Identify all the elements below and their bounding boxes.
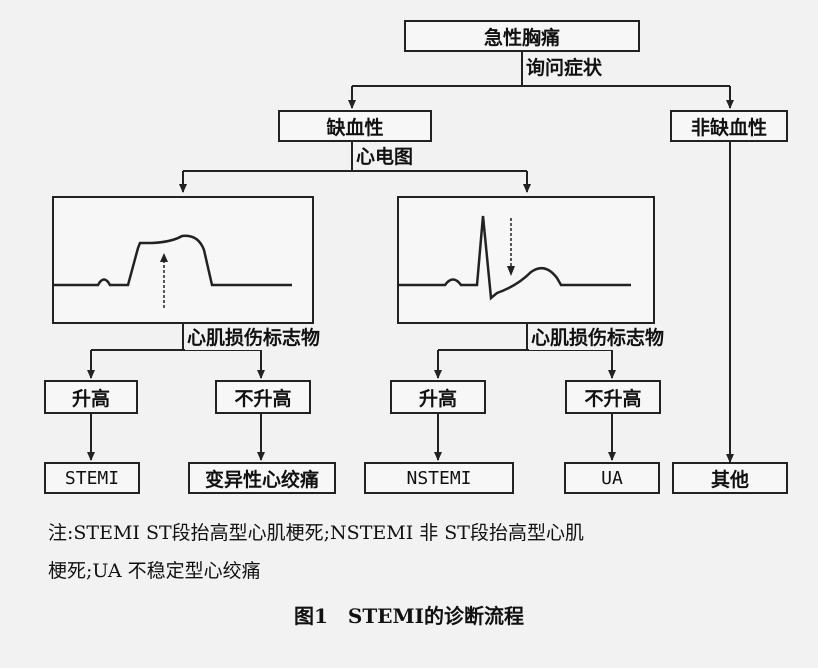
- ua-label: UA: [601, 468, 623, 489]
- nstemi-label: NSTEMI: [406, 468, 471, 489]
- nstemi-box: NSTEMI: [364, 462, 514, 494]
- not-raised-box-right: 不升高: [565, 380, 661, 414]
- variant-angina-box: 变异性心绞痛: [188, 462, 336, 494]
- footnote-line-2: 梗死;UA 不稳定型心绞痛: [48, 556, 261, 586]
- non-ischemic-label: 非缺血性: [691, 113, 767, 140]
- ecg-st-elevation-waveform: [54, 198, 312, 322]
- ua-box: UA: [564, 462, 660, 494]
- acute-chest-pain-label: 急性胸痛: [484, 23, 560, 50]
- cardiac-marker-label-right: 心肌损伤标志物: [529, 326, 666, 350]
- raised-label-left: 升高: [72, 384, 110, 411]
- ecg-st-depression-panel: [397, 196, 655, 324]
- variant-angina-label: 变异性心绞痛: [205, 465, 319, 492]
- cardiac-marker-label-left: 心肌损伤标志物: [185, 326, 322, 350]
- raised-label-right: 升高: [419, 384, 457, 411]
- not-raised-box-left: 不升高: [215, 380, 311, 414]
- ecg-st-elevation-panel: [52, 196, 314, 324]
- stemi-label: STEMI: [65, 468, 119, 489]
- ask-symptoms-label: 询问症状: [524, 56, 604, 80]
- ecg-st-depression-waveform: [399, 198, 653, 322]
- stemi-box: STEMI: [44, 462, 140, 494]
- not-raised-label-right: 不升高: [584, 384, 641, 411]
- raised-box-left: 升高: [44, 380, 138, 414]
- non-ischemic-box: 非缺血性: [670, 110, 788, 142]
- acute-chest-pain-box: 急性胸痛: [404, 20, 640, 52]
- ischemic-label: 缺血性: [326, 113, 383, 140]
- other-box: 其他: [672, 462, 788, 494]
- ecg-label: 心电图: [354, 145, 415, 169]
- other-label: 其他: [711, 465, 749, 492]
- ischemic-box: 缺血性: [278, 110, 432, 142]
- footnote-line-1: 注:STEMI ST段抬高型心肌梗死;NSTEMI 非 ST段抬高型心肌: [48, 518, 584, 548]
- figure-caption: 图1 STEMI的诊断流程: [0, 600, 818, 629]
- raised-box-right: 升高: [390, 380, 486, 414]
- not-raised-label-left: 不升高: [234, 384, 291, 411]
